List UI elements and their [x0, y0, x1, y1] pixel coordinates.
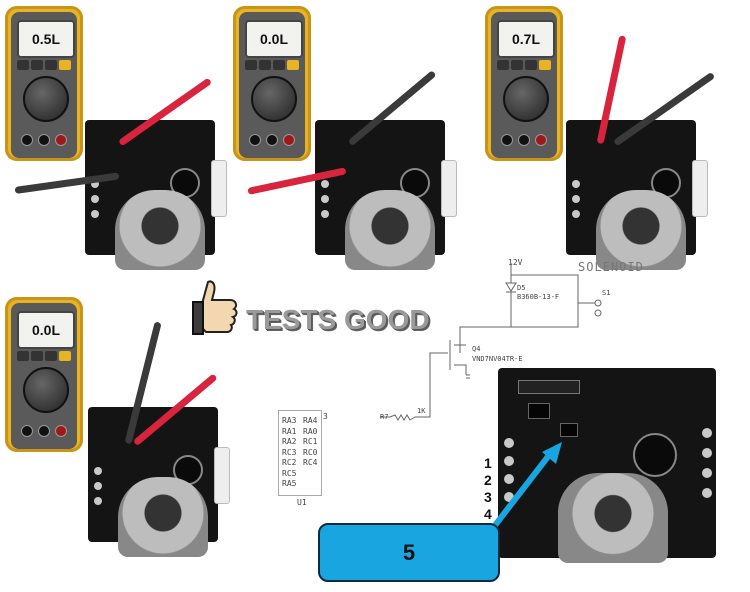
ic-left-pins: RA3 RA1 RA2 RC3 RC2 RC5 RA5 [282, 416, 296, 490]
meter-reading-2: 0.0L [245, 20, 303, 58]
diode-part: B360B-13-F [517, 293, 559, 301]
fet-ref: Q4 [472, 345, 480, 353]
tests-good-banner: TESTS GOOD [246, 304, 430, 335]
ic-pin-number: 3 [323, 412, 328, 421]
meter-reading-1: 0.5L [17, 20, 75, 58]
solenoid-title: SOLENOID [578, 260, 644, 274]
ic-pin: RC3 [282, 447, 297, 457]
resistor-value: 1K [417, 407, 426, 415]
pcb-board-main [498, 368, 716, 563]
arrow-icon [493, 442, 562, 527]
terminal-number-1: 1 [484, 455, 492, 471]
meter-reading-4: 0.0L [17, 311, 75, 349]
pcb-board-2 [315, 120, 457, 270]
pcb-board-1 [85, 120, 227, 270]
ic-pin: RA1 [282, 426, 297, 436]
fet-part: VND7NV04TR-E [472, 355, 523, 363]
switch-ref: S1 [602, 289, 610, 297]
diode-ref: D5 [517, 284, 525, 292]
terminal-number-2: 2 [484, 472, 492, 488]
ic-pin: RC1 [303, 437, 318, 446]
ic-ref: U1 [297, 498, 307, 507]
ic-pin: RC5 [282, 468, 297, 478]
ic-pin: RC0 [303, 447, 318, 457]
meter-reading-3: 0.7L [497, 20, 555, 58]
ic-pin: RA2 [282, 437, 297, 446]
multimeter-4: 0.0L [5, 297, 83, 452]
ic-pin: RA3 [282, 416, 297, 425]
terminal-number-4: 4 [484, 506, 492, 522]
multimeter-2: 0.0L [233, 6, 311, 161]
ic-u1-block [278, 410, 322, 496]
ic-pin: RA0 [303, 426, 318, 436]
ic-pin: RC4 [303, 458, 318, 467]
ic-pin: RC2 [282, 458, 297, 467]
ic-right-pins: RA4 RA0 RC1 RC0 RC4 [303, 416, 317, 469]
multimeter-1: 0.5L [5, 6, 83, 161]
ic-pin: RA5 [282, 479, 297, 488]
terminal-number-3: 3 [484, 489, 492, 505]
ic-pin: RA4 [303, 416, 318, 425]
multimeter-3: 0.7L [485, 6, 563, 161]
callout-label-box: 5 [318, 523, 500, 582]
solenoid-schematic: 12V D5 B360B-13-F S1 Q4 VND7NV04TR-E R7 … [380, 258, 610, 421]
resistor-ref: R7 [380, 413, 388, 421]
supply-label: 12V [508, 258, 523, 267]
thumbs-up-icon [192, 280, 238, 335]
pcb-board-3 [566, 120, 708, 270]
